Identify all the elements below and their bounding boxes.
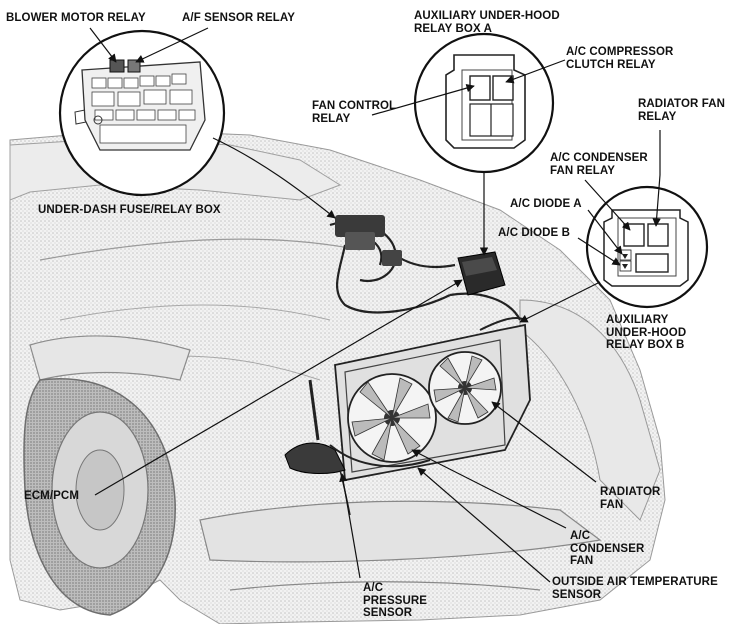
label-ecm-pcm: ECM/PCM	[24, 490, 80, 502]
radiator-fan-assembly	[334, 317, 531, 482]
label-ac-condenser-fan-relay: A/C CONDENSER FAN RELAY	[550, 152, 648, 177]
leader-lines	[89, 27, 661, 583]
label-ac-pressure-sensor: A/C PRESSURE SENSOR	[363, 582, 428, 619]
label-radiator-fan-relay: RADIATOR FAN RELAY	[638, 98, 726, 123]
inset-relay-box-a	[413, 32, 555, 174]
inset-under-dash-fuse-box	[58, 29, 226, 197]
dash-connector-cluster	[335, 215, 402, 266]
label-ac-compressor-clutch-relay: A/C COMPRESSOR CLUTCH RELAY	[566, 46, 674, 71]
label-fan-control-relay: FAN CONTROL RELAY	[312, 100, 397, 125]
label-af-sensor-relay: A/F SENSOR RELAY	[182, 12, 296, 24]
label-ac-diode-a: A/C DIODE A	[510, 198, 582, 210]
label-outside-air-temperature-sensor: OUTSIDE AIR TEMPERATURE SENSOR	[552, 576, 718, 601]
label-under-dash-fuse-relay-box: UNDER-DASH FUSE/RELAY BOX	[38, 204, 221, 216]
inset-relay-box-b	[585, 185, 709, 309]
label-radiator-fan: RADIATOR FAN	[600, 486, 661, 511]
label-ac-diode-b: A/C DIODE B	[498, 227, 571, 239]
label-aux-relay-box-b: AUXILIARY UNDER-HOOD RELAY BOX B	[606, 314, 687, 351]
label-aux-relay-box-a: AUXILIARY UNDER-HOOD RELAY BOX A	[414, 10, 560, 35]
label-ac-condenser-fan: A/C CONDENSER FAN	[570, 530, 645, 567]
ecm-pcm-unit	[457, 251, 506, 296]
radiator-fan-graphic	[428, 351, 502, 425]
ac-condenser-fan-graphic	[347, 373, 437, 463]
label-blower-motor-relay: BLOWER MOTOR RELAY	[6, 12, 146, 24]
